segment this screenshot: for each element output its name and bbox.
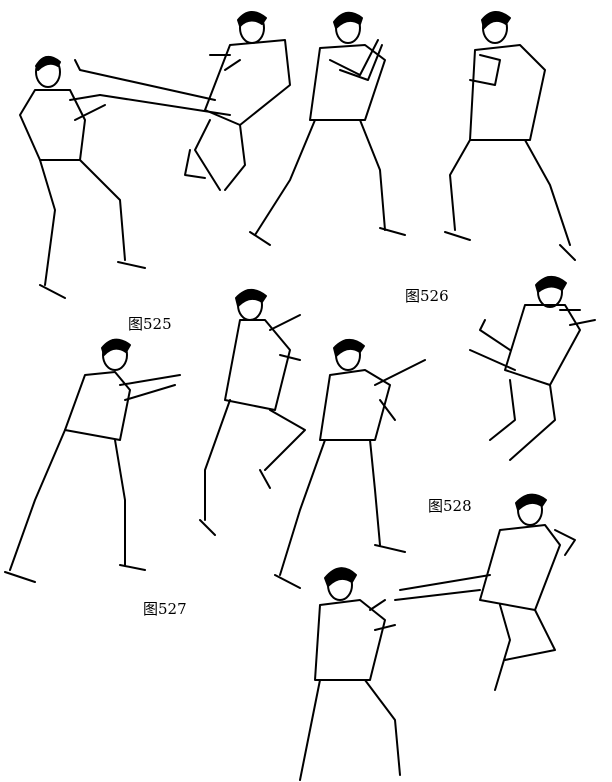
figure-525-kicker bbox=[74, 11, 291, 191]
caption-figure-528: 图528 bbox=[428, 497, 472, 515]
figure-527-jump bbox=[199, 289, 306, 536]
caption-figure-527: 图527 bbox=[143, 600, 187, 618]
caption-figure-526: 图526 bbox=[405, 287, 449, 305]
figure-527-punch-2 bbox=[274, 339, 426, 589]
figure-525-defender bbox=[19, 55, 146, 299]
caption-figure-525: 图525 bbox=[128, 315, 172, 333]
figure-528-defender bbox=[299, 567, 401, 781]
figure-526-turn bbox=[444, 11, 576, 261]
figure-526-guard bbox=[249, 11, 406, 246]
figure-528-kick-high bbox=[469, 276, 596, 461]
figure-527-punch bbox=[4, 338, 181, 583]
figure-528-kicker bbox=[394, 493, 576, 691]
